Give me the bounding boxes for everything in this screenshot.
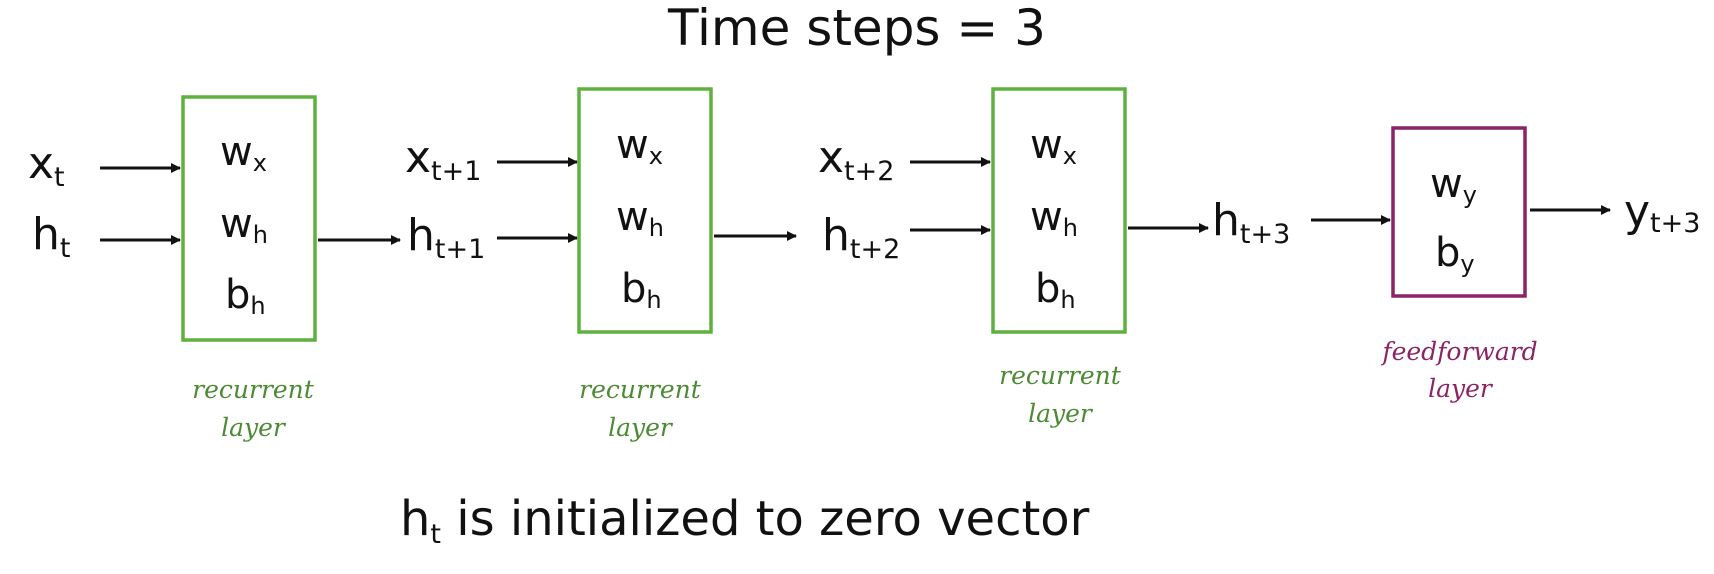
feedforward-caption-line2: layer: [1428, 374, 1494, 403]
layer1-caption-line2: layer: [221, 413, 287, 442]
layer3-caption-line1: recurrent: [999, 361, 1122, 390]
layer1-weight-h: wh: [220, 201, 268, 249]
hidden-h-t: ht: [32, 209, 70, 264]
layer3-caption-line2: layer: [1028, 399, 1094, 428]
footer-note: ht is initialized to zero vector: [400, 491, 1090, 550]
recurrent-layer-2-box: [577, 87, 713, 334]
hidden-h-t1: ht+1: [407, 210, 485, 265]
recurrent-layer-1-box: [181, 95, 317, 342]
output-y-t3: yt+3: [1624, 186, 1700, 239]
hidden-h-t3: ht+3: [1212, 195, 1290, 250]
timestep-1: xt ht wx wh bh recurrent layer: [28, 95, 401, 442]
recurrent-layer-3-box: [991, 87, 1127, 334]
layer1-weight-x: wx: [220, 129, 267, 177]
feedforward-caption-line1: feedforward: [1380, 337, 1537, 366]
feedforward-weight-y: wy: [1430, 161, 1477, 209]
diagram-title: Time steps = 3: [667, 0, 1046, 57]
layer2-caption-line1: recurrent: [579, 375, 702, 404]
layer2-caption-line2: layer: [608, 413, 674, 442]
feedforward-bias-y: by: [1435, 230, 1475, 278]
feedforward-stage: ht+3 wy by feedforward layer yt+3: [1212, 126, 1700, 403]
input-x-t1: xt+1: [405, 132, 481, 187]
layer2-weight-h: wh: [616, 194, 664, 242]
hidden-h-t2: ht+2: [822, 210, 900, 265]
timestep-2: xt+1 ht+1 wx wh bh recurrent layer: [405, 87, 797, 442]
feedforward-layer-box: [1391, 126, 1527, 298]
layer1-bias-h: bh: [225, 272, 266, 320]
layer3-bias-h: bh: [1035, 266, 1076, 314]
input-x-t: xt: [28, 138, 65, 193]
layer3-weight-x: wx: [1030, 122, 1077, 170]
layer2-weight-x: wx: [616, 122, 663, 170]
layer1-caption-line1: recurrent: [192, 375, 315, 404]
layer3-weight-h: wh: [1030, 194, 1078, 242]
timestep-3: xt+2 ht+2 wx wh bh recurrent layer: [818, 87, 1209, 428]
input-x-t2: xt+2: [818, 132, 894, 187]
layer2-bias-h: bh: [621, 266, 662, 314]
